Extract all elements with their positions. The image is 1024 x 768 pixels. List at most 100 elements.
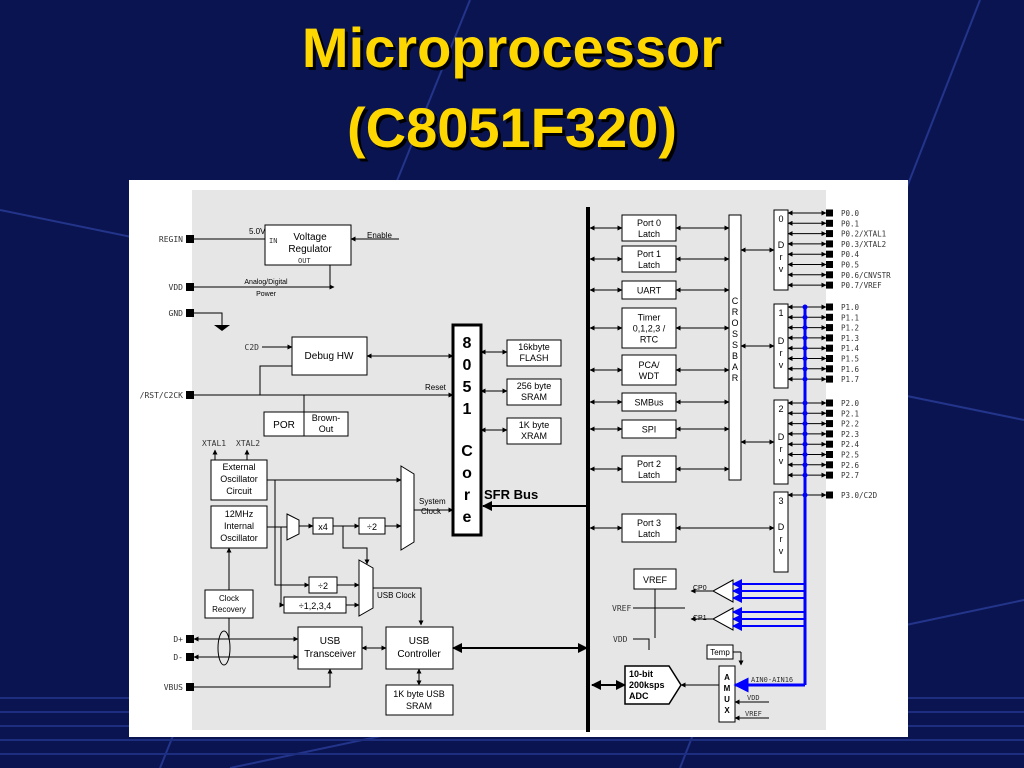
port-pin-label: P0.2/XTAL1 (841, 230, 886, 239)
crossbar-char: O (731, 318, 738, 328)
peripheral-label: Latch (638, 260, 660, 270)
port-pin-square (826, 355, 833, 362)
analog-power-label-2: Power (256, 291, 277, 298)
adc-label-1: 10-bit (629, 669, 653, 679)
port-pin-label: P2.1 (841, 409, 859, 418)
port-pin-square (826, 451, 833, 458)
vdd-pin-square (186, 283, 194, 291)
dminus-pin-square (186, 653, 194, 661)
ain-label: AIN0-AIN16 (751, 676, 793, 684)
port-driver-char: v (779, 456, 784, 466)
port-pin-square (826, 219, 833, 227)
vdd-amux-label: VDD (747, 694, 760, 702)
slide-title-line1: Microprocessor (301, 16, 723, 79)
reset-label: Reset (425, 383, 447, 392)
usb-clock-mux (358, 559, 374, 617)
crossbar-char: A (732, 362, 738, 372)
port-pin-square (826, 344, 833, 352)
ground-symbol-icon (214, 325, 230, 331)
blue-bus-node (802, 452, 808, 457)
core-char-2: 5 (463, 379, 472, 396)
voltage-regulator-label-1: Voltage (293, 232, 327, 243)
peripheral-label: Latch (638, 529, 660, 539)
usb-transceiver-label-2: Transceiver (304, 649, 357, 660)
brownout-label-1: Brown- (312, 413, 341, 423)
port-driver-char: r (780, 348, 783, 358)
sram-label-1: 256 byte (517, 381, 552, 391)
xram-box (506, 417, 562, 445)
peripheral-box (621, 307, 677, 349)
system-clock-label-2: Clock (421, 507, 442, 516)
blue-bus-node (802, 400, 808, 406)
crossbar-char: S (732, 329, 738, 339)
div2a-label: ÷2 (367, 522, 377, 532)
peripheral-label: Latch (638, 470, 660, 480)
port-pin-label: P1.7 (841, 375, 859, 384)
blue-bus-node (802, 472, 808, 478)
port-pin-square (826, 313, 833, 321)
blue-bus-node (802, 376, 808, 382)
port-pin-label: P1.6 (841, 365, 860, 374)
port-pin-square (826, 281, 833, 289)
port-pin-square (826, 334, 833, 342)
adc-box (624, 665, 682, 705)
gnd-pin-square (186, 309, 194, 317)
port-pin-square (826, 440, 833, 448)
flash-box (506, 339, 562, 367)
dminus-pin-label: D- (173, 653, 183, 662)
xtal1-label: XTAL1 (202, 439, 226, 448)
slide-title-line2: (C8051F320) (347, 96, 677, 159)
blue-bus-node (802, 366, 808, 372)
blue-bus-node (802, 304, 808, 310)
div2b-label: ÷2 (318, 581, 328, 591)
sfr-bus-line (586, 207, 590, 732)
clock-recovery-label-2: Recovery (212, 605, 246, 614)
port-driver-num: 3 (778, 496, 783, 506)
peripheral-box (621, 354, 677, 386)
core-char-7: e (463, 509, 472, 526)
usb-sram-box (385, 684, 454, 716)
port-pin-square (826, 471, 833, 479)
blue-bus-node (802, 410, 808, 416)
vdd-pin-label: VDD (169, 283, 184, 292)
blue-bus-node (802, 462, 808, 468)
peripheral-label: RTC (640, 335, 659, 345)
peripheral-label: WDT (639, 371, 660, 381)
power-section: REGIN Voltage Regulator IN OUT 5.0V Enab… (159, 224, 399, 331)
port-driver-char: v (779, 546, 784, 556)
usb-transceiver-box (297, 626, 363, 670)
analog-section: VREF VREF VDD CP0 CP1 Temp 10-bit 200ksp… (591, 568, 793, 723)
port-drivers-group: 0DrvP0.0P0.1P0.2/XTAL1P0.3/XTAL2P0.4P0.5… (740, 209, 891, 573)
port-pin-square (826, 303, 833, 311)
amux-char-3: X (724, 706, 730, 715)
port-pin-label: P2.2 (841, 420, 859, 429)
port-pin-square (826, 409, 833, 417)
debug-section: C2D Debug HW /RST/C2CK Reset POR Brown- … (140, 336, 454, 437)
xram-label-1: 1K byte (519, 420, 550, 430)
port-driver-char: r (780, 444, 783, 454)
x4-label: x4 (318, 522, 328, 532)
peripheral-label: 0,1,2,3 / (633, 324, 666, 334)
usb-section: D+ D- USB Transceiver USB Controller 1K … (164, 626, 588, 716)
port-pin-label: P2.6 (841, 461, 860, 470)
port-driver-num: 1 (778, 308, 783, 318)
port-driver-num: 2 (778, 404, 783, 414)
core-char-6: r (464, 487, 470, 504)
vref-amux-label: VREF (745, 710, 762, 718)
usb-sram-label-2: SRAM (406, 701, 432, 711)
flash-label-2: FLASH (519, 353, 548, 363)
port-pin-square (826, 461, 833, 469)
blue-bus-node (802, 325, 808, 331)
blue-bus-node (802, 356, 808, 361)
port-pin-label: P1.0 (841, 303, 860, 312)
xtal2-label: XTAL2 (236, 439, 260, 448)
port-pin-label: P0.3/XTAL2 (841, 240, 886, 249)
ext-osc-label-3: Circuit (226, 486, 252, 496)
analog-blue-bus (732, 304, 808, 693)
regin-pin-label: REGIN (159, 235, 183, 244)
port-pin-label: P2.5 (841, 451, 859, 460)
sram-label-2: SRAM (521, 392, 547, 402)
usb-controller-label-2: Controller (397, 649, 441, 660)
port-pin-square (826, 430, 833, 438)
